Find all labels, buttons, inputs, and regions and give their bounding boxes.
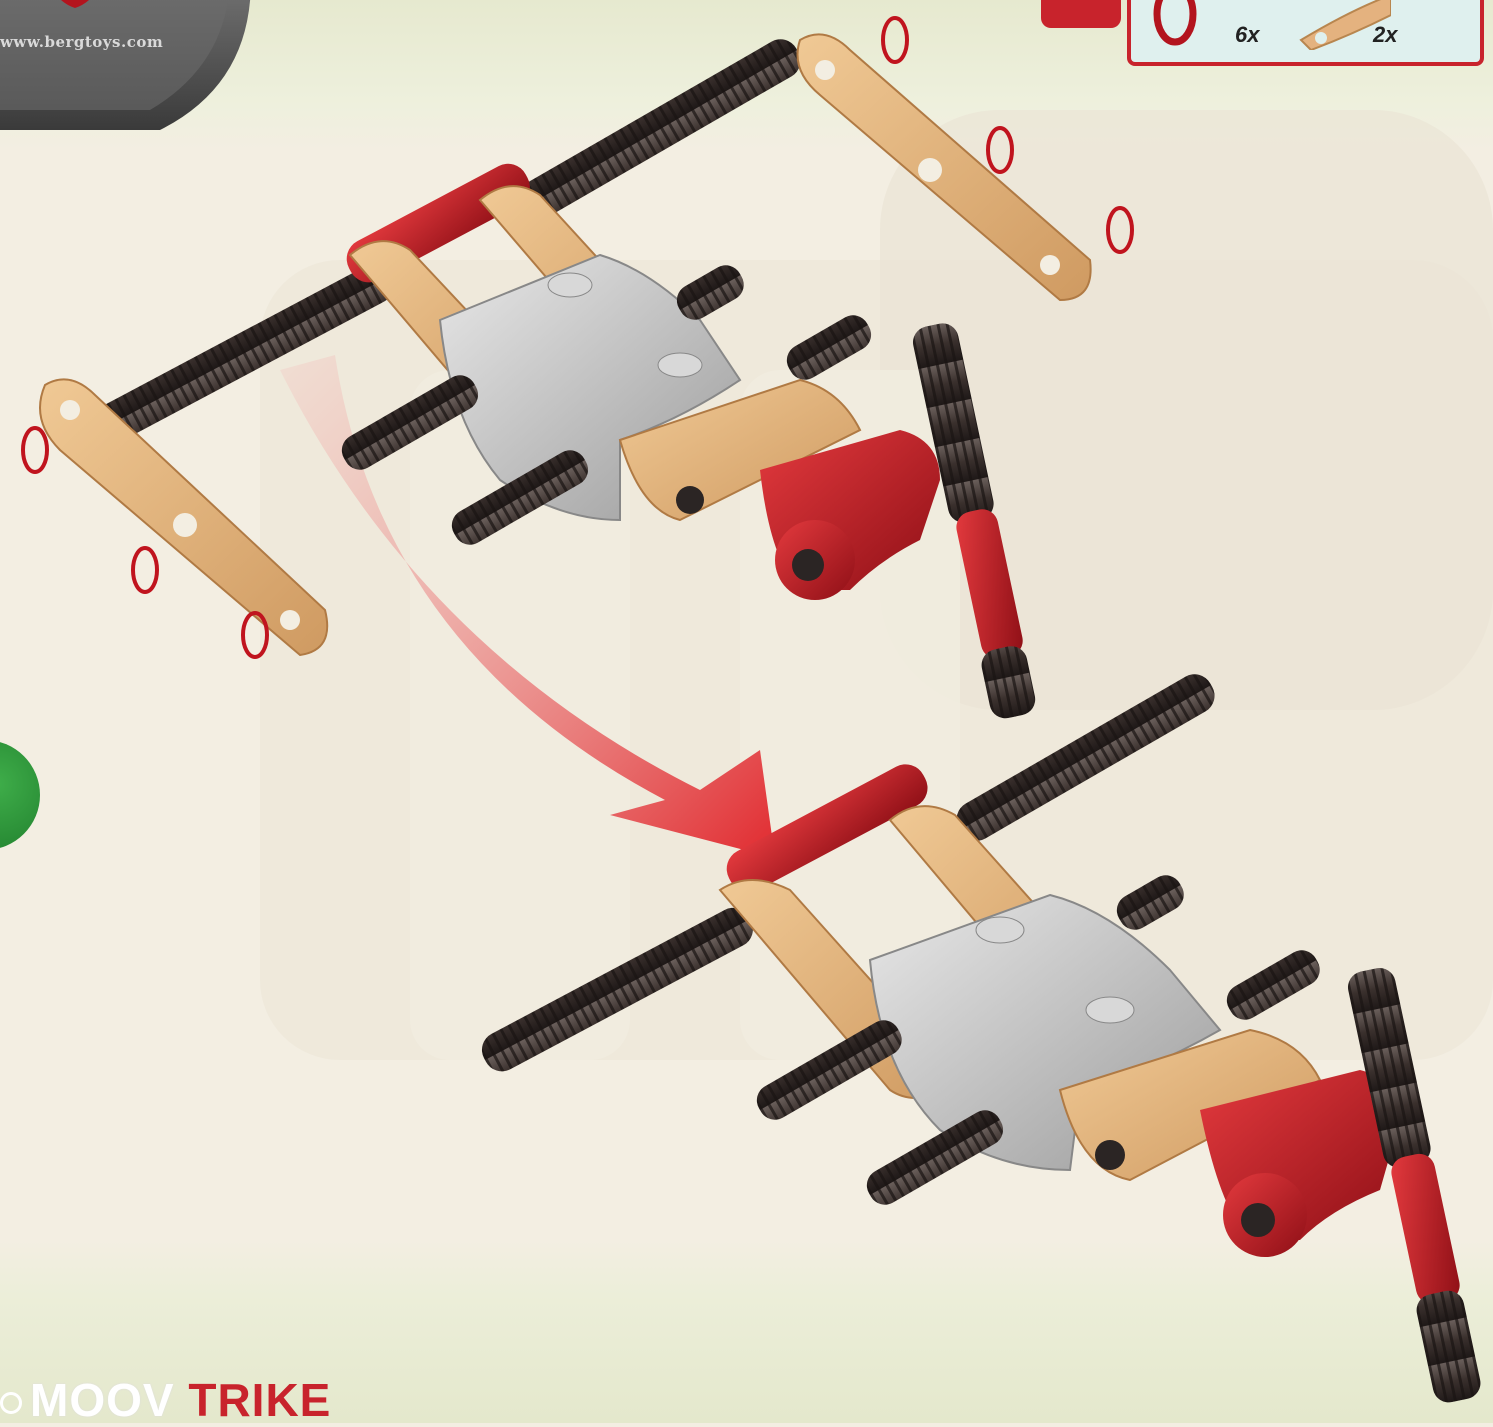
brand-title: MOOV TRIKE [30,1373,331,1427]
brand-word-trike: TRIKE [188,1374,331,1426]
bullet-icon [0,1392,22,1414]
exploded-assembly [23,18,1132,721]
brand-word-moov: MOOV [30,1374,175,1426]
